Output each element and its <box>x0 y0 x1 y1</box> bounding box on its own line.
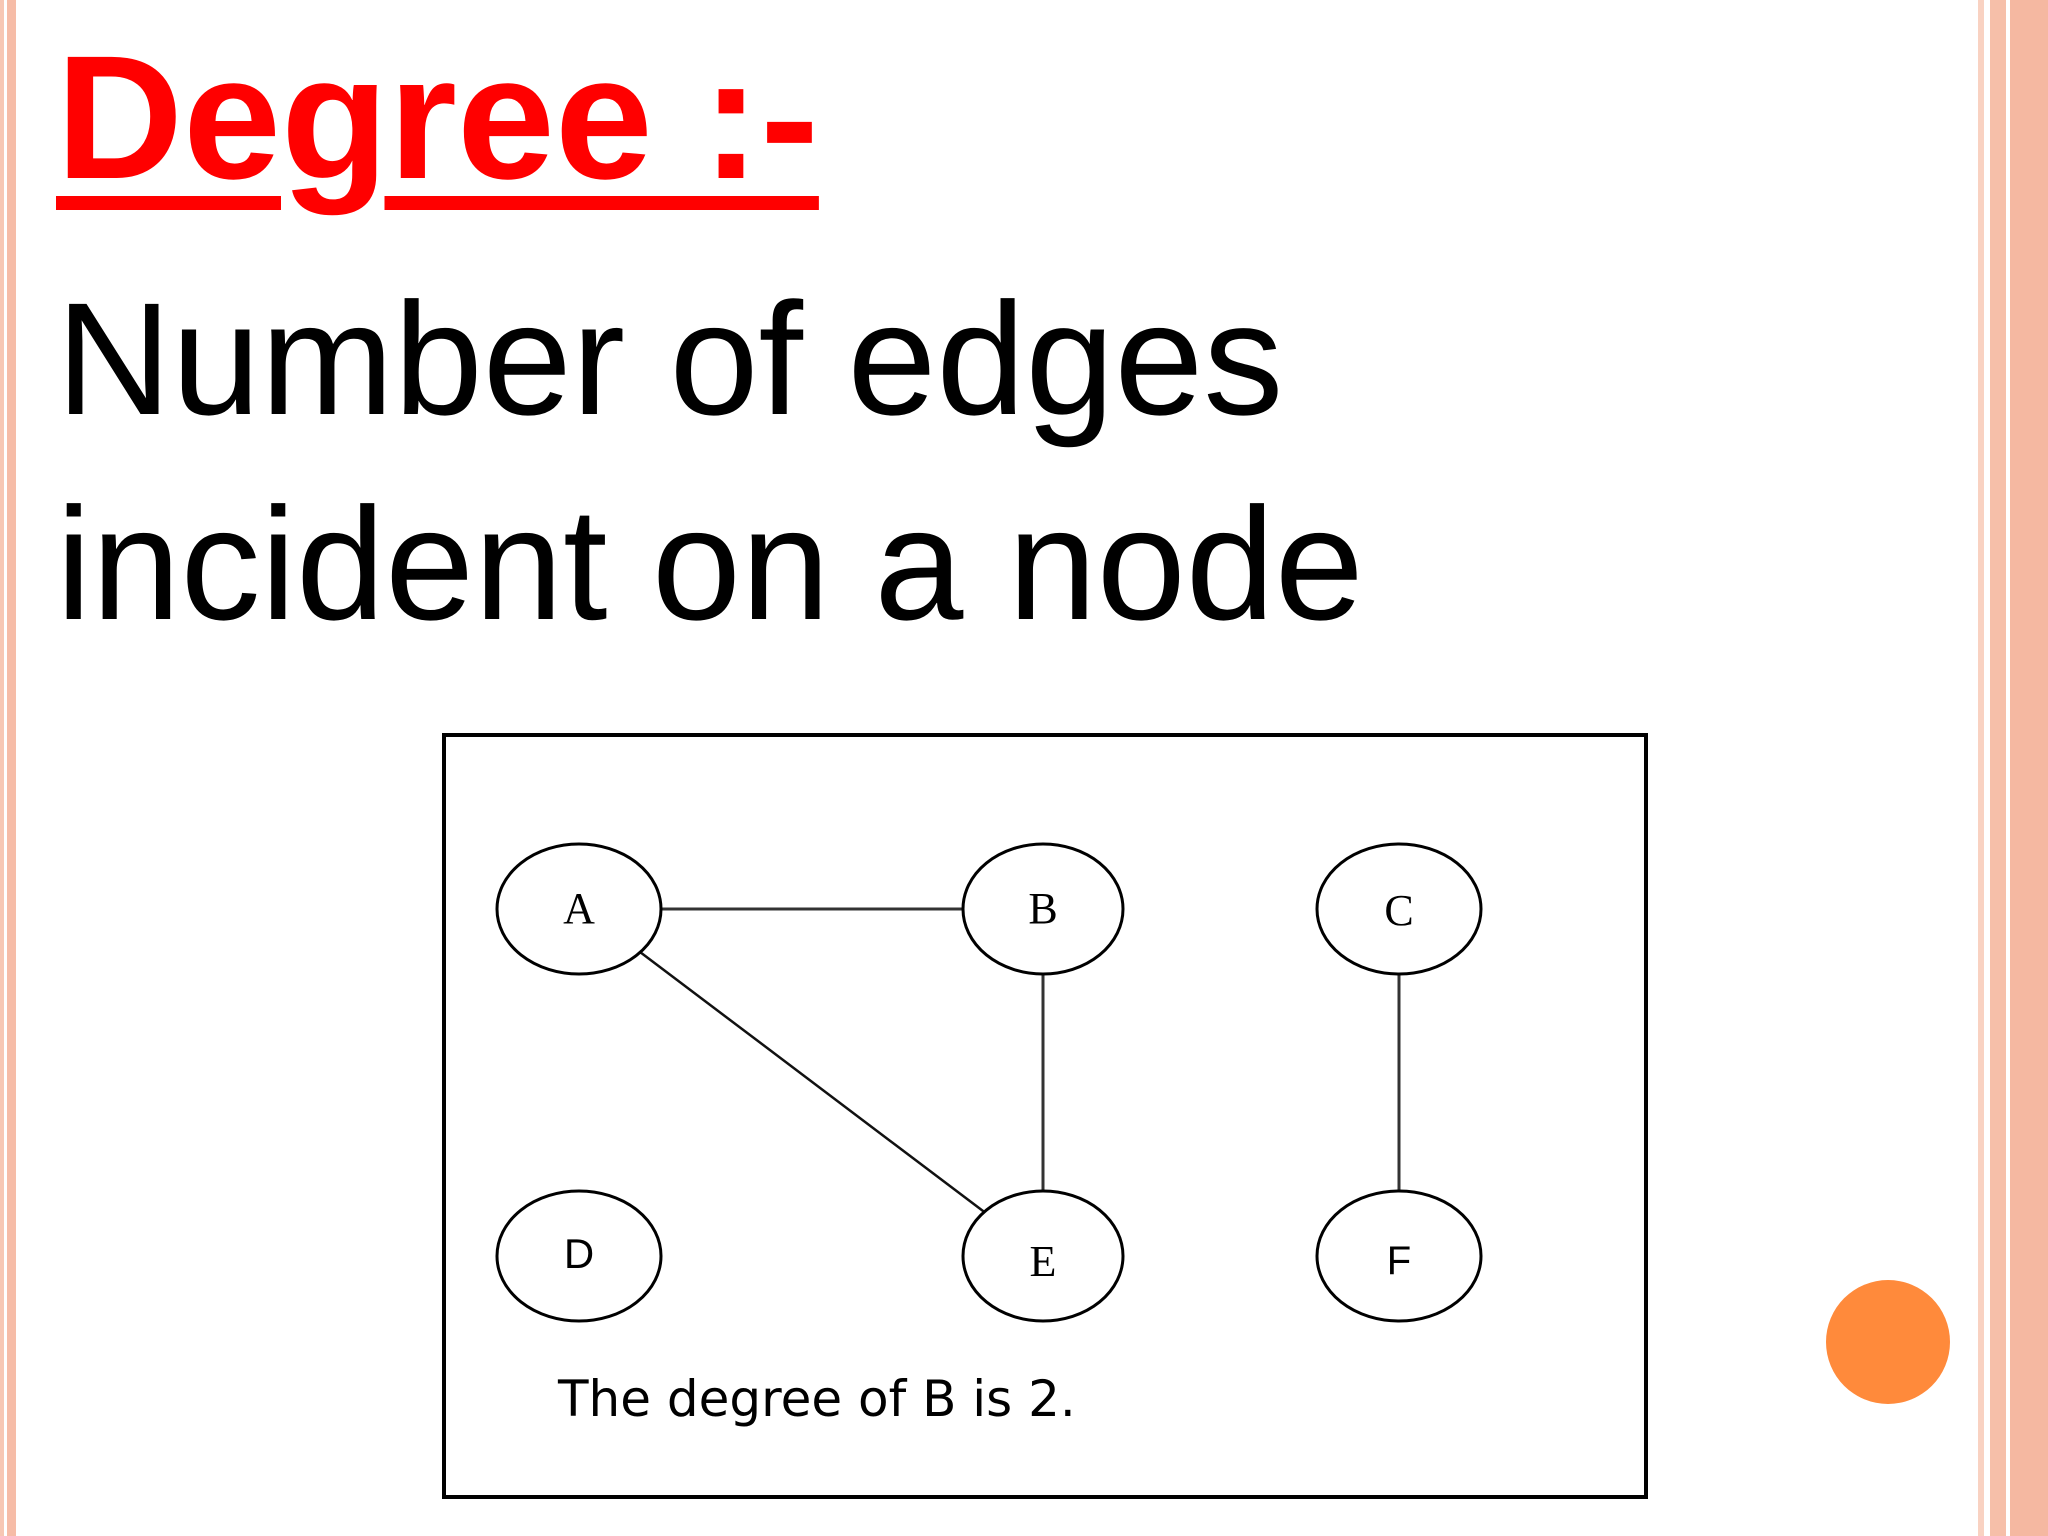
graph-diagram: A B C D E F The degree of B is 2. <box>442 733 1648 1499</box>
node-b: B <box>961 842 1125 976</box>
node-e-label: E <box>1030 1237 1057 1286</box>
definition-line-1: Number of edges <box>56 269 1284 448</box>
slide-title: Degree :- <box>56 20 819 216</box>
diagram-caption: The degree of B is 2. <box>557 1370 1076 1428</box>
edge-a-e <box>639 951 988 1215</box>
node-a: A <box>495 842 663 976</box>
node-c: C <box>1315 842 1483 976</box>
node-d-label: D <box>564 1230 594 1277</box>
node-c-label: C <box>1384 886 1413 935</box>
node-b-label: B <box>1028 884 1057 933</box>
node-a-label: A <box>563 884 595 933</box>
node-d: D <box>495 1189 663 1323</box>
definition-text: Number of edges incident on a node <box>56 256 1456 666</box>
node-f-label: F <box>1387 1239 1411 1283</box>
definition-line-2: incident on a node <box>56 474 1364 653</box>
right-decorative-border <box>1966 0 2048 1536</box>
node-e: E <box>961 1189 1125 1323</box>
node-f: F <box>1315 1189 1483 1323</box>
left-decorative-border <box>0 0 16 1536</box>
decorative-dot <box>1826 1280 1950 1404</box>
